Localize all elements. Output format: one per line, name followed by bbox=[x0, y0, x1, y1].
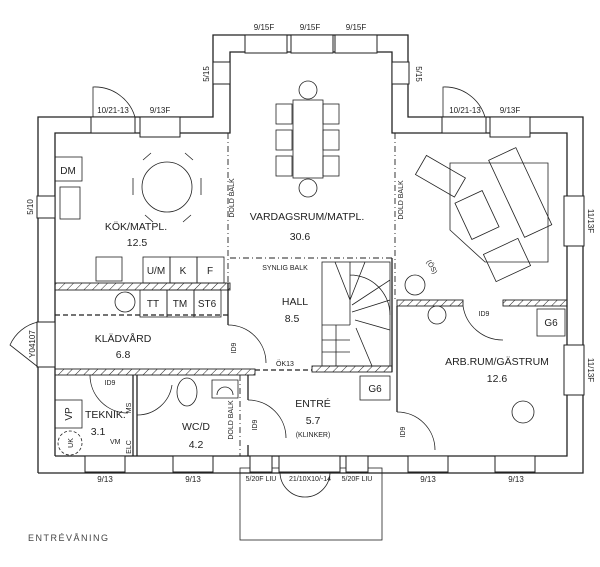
room-area: 5.7 bbox=[306, 415, 321, 427]
water-meter-label: VM bbox=[110, 439, 121, 446]
room-labels: KÖK/MATPL. 12.5 VARDAGSRUM/MATPL. 30.6 H… bbox=[85, 211, 549, 451]
room-area: 30.6 bbox=[290, 231, 311, 243]
door-label: Y04107 bbox=[28, 330, 37, 358]
os-label: (ÖS) bbox=[425, 259, 439, 276]
room-area: 12.5 bbox=[127, 237, 148, 249]
room-area: 12.6 bbox=[487, 373, 508, 385]
freezer-label: F bbox=[207, 266, 213, 277]
window-labels: 9/15F 9/15F 9/15F 5/15 5/15 10/21-13 9/1… bbox=[26, 23, 595, 484]
room-area: 6.8 bbox=[116, 349, 131, 361]
window-label: 11/13F bbox=[586, 209, 595, 233]
opening-label: ÖK13 bbox=[276, 360, 294, 368]
wardrobe-label: G6 bbox=[368, 384, 382, 395]
fridge-label: K bbox=[180, 266, 187, 277]
room-name: HALL bbox=[282, 296, 308, 308]
window-label: 5/15 bbox=[414, 66, 423, 82]
oven-microwave-label: U/M bbox=[147, 266, 165, 277]
washer-label: TM bbox=[173, 299, 187, 310]
door-id-label: ID9 bbox=[231, 342, 238, 353]
door-label: 10/21-13 bbox=[97, 106, 129, 115]
window-label: 5/20F LIU bbox=[342, 476, 373, 483]
dryer-label: TT bbox=[147, 299, 159, 310]
room-name: ARB.RUM/GÄSTRUM bbox=[445, 356, 549, 368]
hidden-beam-label: DOLD BALK bbox=[228, 400, 235, 440]
interior-walls bbox=[54, 133, 568, 456]
annotations: DOLD BALK DOLD BALK DOLD BALK SYNLIG BAL… bbox=[105, 178, 490, 440]
window-label: 11/13F bbox=[586, 358, 595, 382]
uk-label: UK bbox=[68, 438, 75, 448]
room-name: KÖK/MATPL. bbox=[105, 221, 167, 233]
room-area: 4.2 bbox=[189, 439, 204, 451]
room-name: WC/D bbox=[182, 421, 210, 433]
door-id-label: ID9 bbox=[252, 419, 259, 430]
staircase bbox=[321, 261, 391, 367]
visible-beam-label: SYNLIG BALK bbox=[262, 265, 308, 272]
ms-label: MS bbox=[126, 402, 133, 413]
hidden-beam-label: DOLD BALK bbox=[398, 180, 405, 220]
room-name: ENTRÉ bbox=[295, 397, 331, 410]
window-label: 9/15F bbox=[254, 23, 275, 32]
cabinet-label: ST6 bbox=[198, 299, 217, 310]
hidden-beam-label: DOLD BALK bbox=[229, 178, 236, 218]
window-label: 5/10 bbox=[26, 199, 35, 215]
heat-pump-label: VP bbox=[64, 407, 75, 421]
room-name: TEKNIK. bbox=[85, 409, 126, 421]
window-label: 9/13 bbox=[97, 475, 113, 484]
floor-caption: ENTRÉVÅNING bbox=[28, 533, 110, 543]
window-label: 9/13 bbox=[508, 475, 524, 484]
door-id-label: ID9 bbox=[400, 426, 407, 437]
door-swings bbox=[9, 86, 504, 498]
window-label: 9/13F bbox=[150, 106, 171, 115]
window-label: 9/15F bbox=[300, 23, 321, 32]
window-label: 5/20F LIU bbox=[246, 476, 277, 483]
furniture bbox=[54, 80, 566, 456]
room-name: VARDAGSRUM/MATPL. bbox=[250, 211, 365, 223]
door-label: 21/10X10/-14 bbox=[289, 476, 331, 483]
wardrobe-label: G6 bbox=[544, 318, 558, 329]
room-name: KLÄDVÅRD bbox=[95, 332, 152, 345]
window-label: 9/13F bbox=[500, 106, 521, 115]
door-label: 10/21-13 bbox=[449, 106, 481, 115]
fixture-labels: DM U/M K F TT TM ST6 VP UK VM MS ELC G6 … bbox=[60, 166, 558, 454]
door-id-label: ID9 bbox=[479, 311, 490, 318]
window-label: 9/15F bbox=[346, 23, 367, 32]
door-id-label: ID9 bbox=[105, 380, 116, 387]
window-label: 9/13 bbox=[420, 475, 436, 484]
floor-material-note: (KLINKER) bbox=[296, 432, 331, 439]
window-label: 5/15 bbox=[202, 66, 211, 82]
room-area: 8.5 bbox=[285, 313, 300, 325]
electrical-panel-label: ELC bbox=[126, 440, 133, 454]
window-label: 9/13 bbox=[185, 475, 201, 484]
room-area: 3.1 bbox=[91, 426, 106, 438]
windows bbox=[36, 34, 585, 473]
dishwasher-label: DM bbox=[60, 166, 76, 177]
